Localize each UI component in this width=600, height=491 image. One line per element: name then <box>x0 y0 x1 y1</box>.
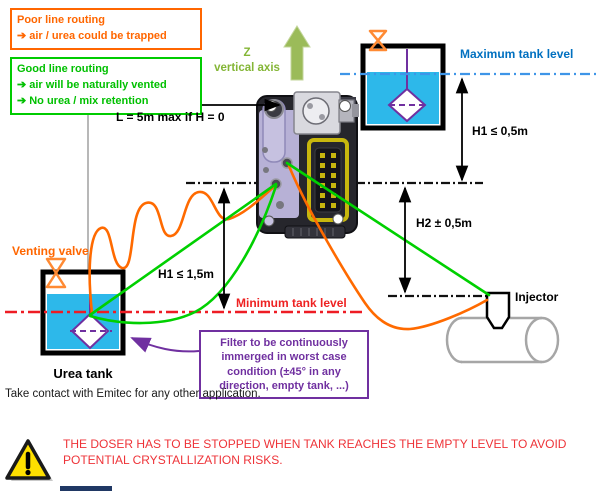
arrow-bullet-icon: ➔ <box>17 78 27 91</box>
z-axis-arrow-icon <box>283 25 311 81</box>
poor-line-doser-to-injector <box>287 164 489 331</box>
h2-label: H2 ± 0,5m <box>416 216 472 230</box>
venting-valve-icon-left <box>45 257 67 289</box>
warning-triangle-icon <box>5 439 53 481</box>
urea-tank <box>40 257 126 356</box>
contact-note: Take contact with Emitec for any other a… <box>5 388 261 400</box>
good-line-doser-to-injector <box>285 161 491 297</box>
h1-left-label: H1 ≤ 1,5m <box>158 267 214 281</box>
good-routing-item: ➔No urea / mix retention <box>17 94 149 107</box>
poor-routing-item: ➔air / urea could be trapped <box>17 29 167 42</box>
good-line-tank-to-doser <box>88 182 278 317</box>
arrow-bullet-icon: ➔ <box>17 94 27 107</box>
warning-text: THE DOSER HAS TO BE STOPPED WHEN TANK RE… <box>63 437 567 467</box>
length-label: L = 5m max if H = 0 <box>116 110 225 124</box>
venting-valve-label: Venting valve <box>12 244 89 258</box>
max-level-label: Maximum tank level <box>460 47 574 61</box>
good-line-tank-to-doser-alt <box>88 184 278 325</box>
filter-note: Filter to be continuously immerged in wo… <box>199 330 369 400</box>
filter-note-pointer <box>130 337 200 353</box>
min-level-label: Minimum tank level <box>236 296 347 310</box>
filter-diamond-top <box>387 87 427 123</box>
poor-routing-legend: Poor line routing ➔air / urea could be t… <box>10 8 202 50</box>
good-routing-legend: Good line routing ➔air will be naturally… <box>10 57 202 115</box>
footer-bar <box>60 486 112 491</box>
h1-top-label: H1 ≤ 0,5m <box>472 124 528 138</box>
arrow-bullet-icon: ➔ <box>17 29 27 42</box>
urea-tank-label: Urea tank <box>53 366 113 381</box>
max-tank <box>360 29 446 131</box>
good-routing-item: ➔air will be naturally vented <box>17 78 167 91</box>
venting-valve-icon-top <box>368 29 388 52</box>
z-axis-label: Z vertical axis <box>214 47 280 74</box>
poor-routing-title: Poor line routing <box>17 14 105 26</box>
doser-illustration <box>256 91 359 239</box>
injector-shape <box>485 291 511 330</box>
good-routing-title: Good line routing <box>17 63 109 75</box>
injector-label: Injector <box>515 290 559 304</box>
